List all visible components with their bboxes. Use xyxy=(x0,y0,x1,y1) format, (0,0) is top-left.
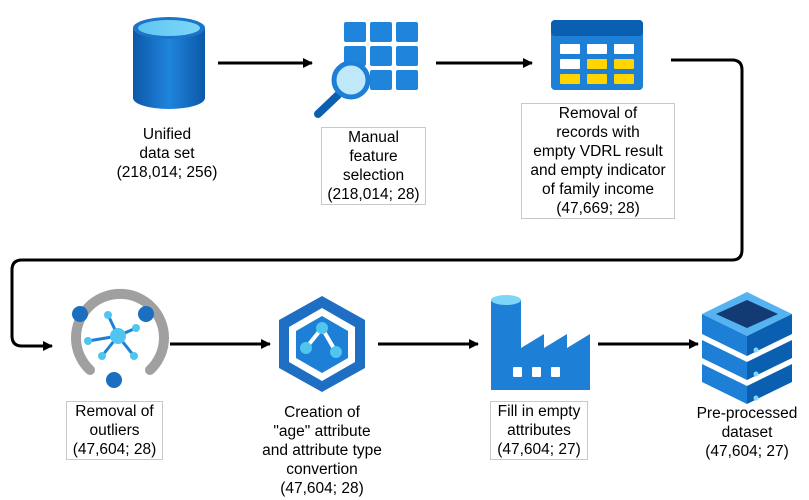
arrow-row-wrap xyxy=(10,58,744,351)
label-line: Unified xyxy=(142,126,192,143)
label-line: selection xyxy=(342,167,405,184)
label-line: records with xyxy=(556,124,640,141)
label-creation-age: Creation of "age" attribute and attribut… xyxy=(254,403,390,498)
label-line: Creation of xyxy=(284,404,360,421)
label-line: (47,604; 27) xyxy=(705,443,789,460)
label-line: feature xyxy=(349,148,398,165)
label-line: and empty indicator xyxy=(530,162,666,179)
label-line: outliers xyxy=(89,422,140,439)
database-icon xyxy=(133,17,205,109)
network-icon xyxy=(71,288,169,388)
label-line: Removal of xyxy=(75,403,154,420)
label-line: "age" attribute xyxy=(273,423,371,440)
table-icon xyxy=(551,20,643,90)
label-removal-records: Removal of records with empty VDRL resul… xyxy=(521,103,675,219)
label-unified: Unified data set (218,014; 256) xyxy=(112,125,222,182)
label-line: Manual xyxy=(348,129,399,146)
connectors xyxy=(10,58,744,351)
label-preprocessed: Pre-processed dataset (47,604; 27) xyxy=(690,404,804,461)
label-line: Pre-processed xyxy=(696,405,798,422)
label-removal-outliers: Removal of outliers (47,604; 28) xyxy=(66,401,163,460)
label-line: (218,014; 256) xyxy=(116,164,218,181)
data-pipeline-icon xyxy=(279,296,365,392)
label-line: Fill in empty xyxy=(497,403,581,420)
label-line: (47,669; 28) xyxy=(556,200,640,217)
label-line: dataset xyxy=(721,424,773,441)
label-line: (218,014; 28) xyxy=(327,186,420,203)
label-line: empty VDRL result xyxy=(533,143,663,160)
label-line: and attribute type xyxy=(262,442,382,459)
label-line: (47,604; 28) xyxy=(280,480,364,497)
label-line: convertion xyxy=(286,461,358,478)
label-line: (47,604; 27) xyxy=(497,441,581,458)
label-fill-empty: Fill in empty attributes (47,604; 27) xyxy=(490,401,588,460)
label-line: Removal of xyxy=(558,105,638,122)
data-factory-icon xyxy=(491,295,590,390)
label-line: attributes xyxy=(507,422,571,439)
label-line: (47,604; 28) xyxy=(72,441,157,458)
label-line: data set xyxy=(139,145,195,162)
label-manual: Manual feature selection (218,014; 28) xyxy=(321,127,426,205)
server-stack-icon xyxy=(702,292,792,404)
feature-selection-icon xyxy=(314,22,418,118)
label-line: of family income xyxy=(542,181,654,198)
